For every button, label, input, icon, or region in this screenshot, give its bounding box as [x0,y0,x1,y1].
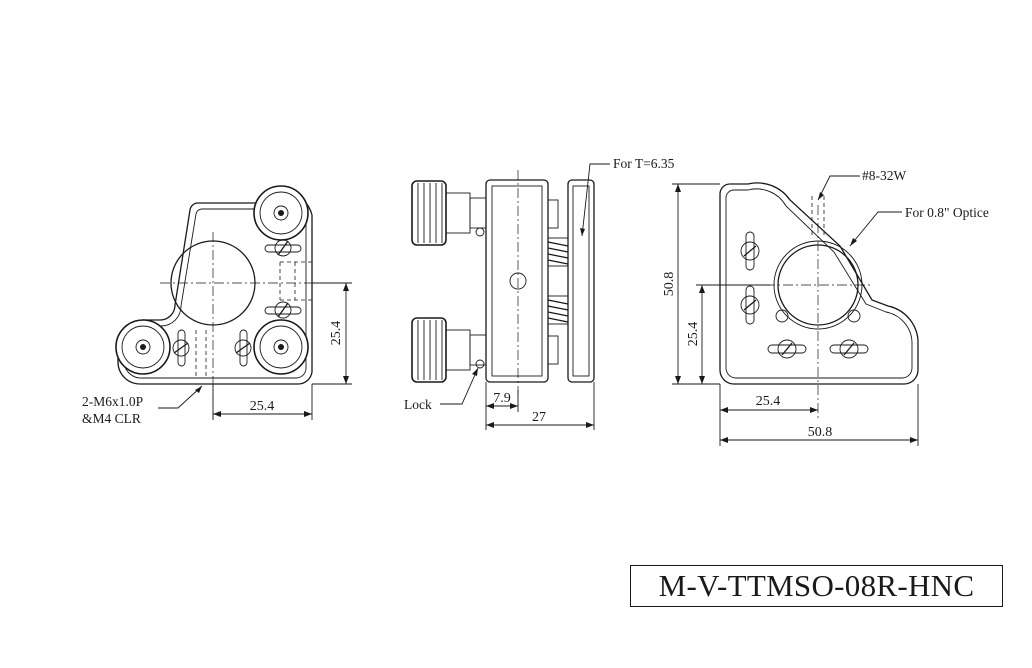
lock-screw-icon [475,227,485,237]
dim-rear-height: 50.8 [662,272,677,297]
dim-front-vertical: 25.4 [329,321,344,346]
dim-rear-width: 50.8 [808,425,833,440]
part-number: M-V-TTMSO-08R-HNC [658,568,975,603]
knob-icon [115,319,171,375]
knob-icon [411,180,487,246]
thickness-note: For T=6.35 [613,156,675,171]
side-view: For T=6.35 Lock 7.9 27 [404,156,675,430]
rear-view: #8-32W For 0.8" Optice 50.8 25.4 25.4 50… [662,168,989,446]
dim-lock-offset: 7.9 [493,391,511,406]
hole-note-line1: 2-M6x1.0P [82,394,143,409]
optic-note: For 0.8" Optice [905,205,989,220]
dim-overall-depth: 27 [532,410,546,425]
dim-rear-center-height: 25.4 [686,322,701,347]
screw-icon [767,339,807,359]
dim-front-horizontal: 25.4 [250,399,275,414]
screw-icon [740,231,760,271]
screw-icon [234,329,252,367]
screw-icon [829,339,869,359]
lock-screw-icon [475,359,485,369]
screw-icon [264,301,302,319]
knob-icon [253,319,309,375]
spring-icon [547,237,569,267]
spring-icon [547,295,569,325]
hole-note-line2: &M4 CLR [82,411,141,426]
front-view: 25.4 25.4 2-M6x1.0P &M4 CLR [82,185,352,426]
dim-rear-center-width: 25.4 [756,394,781,409]
knob-icon [253,185,309,241]
screw-icon [264,239,302,257]
part-number-box: M-V-TTMSO-08R-HNC [630,565,1003,607]
screw-icon [740,285,760,325]
lock-label: Lock [404,397,432,412]
knob-icon [411,317,487,383]
screw-icon [172,329,190,367]
thread-note: #8-32W [862,168,906,183]
